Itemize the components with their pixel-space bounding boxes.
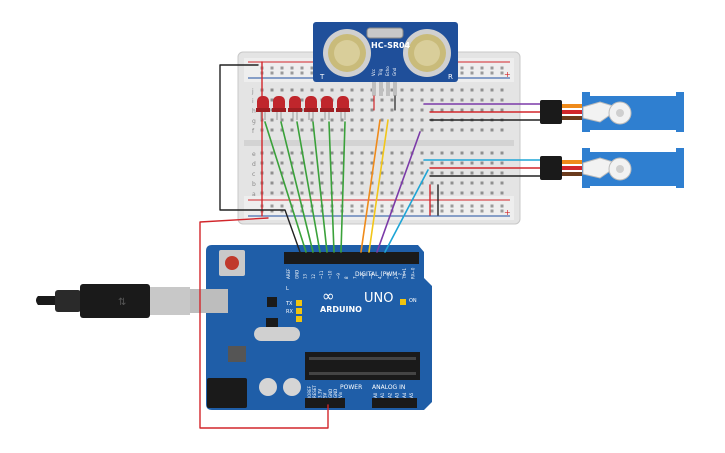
- row-label-b: b: [252, 181, 256, 188]
- row-label-g: g: [252, 118, 256, 125]
- pin-label: A4: [402, 392, 407, 398]
- sensor-pin-echo: Echo: [385, 66, 390, 76]
- wire-trig-orange: [360, 119, 381, 253]
- on-led-label: ON: [409, 298, 417, 304]
- led-1: [256, 96, 270, 120]
- wire-led-4: [312, 121, 328, 253]
- pin-label: ~11: [319, 270, 324, 279]
- led-wires-green: [264, 121, 346, 253]
- sensor-pin-vcc: Vcc: [371, 69, 376, 76]
- pin-label: 2: [394, 276, 399, 279]
- wire-servo1-signal: [376, 131, 421, 253]
- pin-label: AREF: [286, 268, 291, 279]
- pin-label: 5V: [323, 392, 328, 398]
- pin-label: 4: [377, 276, 382, 279]
- pin-label: 8: [344, 276, 349, 279]
- sensor-pin-gnd: Gnd: [392, 67, 397, 76]
- arduino-uno-board: ARDUINO UNO ∞ DIGITAL (PWM~) POWER ANALO…: [206, 245, 432, 410]
- led-6: [336, 96, 350, 120]
- wire-led-3: [296, 121, 321, 253]
- breadboard: j i h g f e d c b a + +: [237, 51, 521, 225]
- pin-label: ~6: [361, 273, 366, 279]
- power-label: POWER: [340, 384, 362, 391]
- pin-label: ~10: [328, 270, 333, 279]
- arduino-model-label: UNO: [364, 291, 393, 306]
- pin-label: GND: [328, 389, 333, 398]
- wire-led-5: [328, 121, 335, 253]
- servo-motor-1: [540, 92, 684, 132]
- row-label-c: c: [252, 171, 255, 178]
- row-label-f: f: [252, 128, 255, 135]
- digital-label: DIGITAL (PWM~): [355, 271, 405, 278]
- sensor-left-mark: T: [319, 73, 325, 81]
- pin-label: TX→1: [402, 267, 407, 280]
- led-label-rx: RX: [286, 309, 293, 315]
- wires: [199, 61, 549, 429]
- analog-label: ANALOG IN: [372, 384, 405, 391]
- pin-label: ~5: [369, 273, 374, 279]
- pin-label: A2: [387, 392, 392, 398]
- led-2: [272, 96, 286, 120]
- led-array: [256, 96, 350, 120]
- wire-led-6: [340, 121, 346, 253]
- pin-label: 12: [311, 273, 316, 279]
- usb-icon: ⇅: [118, 297, 126, 308]
- pin-label: A5: [409, 392, 414, 398]
- breadboard-row-labels: j i h g f e d c b a + +: [251, 70, 511, 217]
- wire-5v-red: [199, 217, 329, 429]
- pin-label: 7: [352, 276, 357, 279]
- sensor-pin-labels: Vcc Trig Echo Gnd: [371, 66, 397, 77]
- arduino-logo-icon: ∞: [322, 287, 335, 305]
- pin-label: A1: [380, 392, 385, 398]
- reset-button[interactable]: [225, 256, 239, 270]
- pin-label: IOREF: [307, 385, 312, 398]
- led-label-tx: TX: [285, 301, 293, 307]
- row-label-h: h: [252, 108, 256, 115]
- pin-label: RX←0: [411, 267, 416, 279]
- led-5: [320, 96, 334, 120]
- row-label-d: d: [252, 161, 256, 168]
- pin-label: A3: [395, 392, 400, 398]
- rail-plus-bottom: +: [504, 208, 511, 217]
- pin-label: Vin: [338, 391, 343, 398]
- pin-label: RESET: [312, 385, 317, 398]
- led-3: [288, 96, 302, 120]
- wire-servo2-signal: [384, 169, 429, 253]
- pin-label: ~3: [386, 273, 391, 279]
- arduino-brand-label: ARDUINO: [320, 305, 362, 314]
- led-4: [304, 96, 318, 120]
- pin-label: 13: [303, 273, 308, 279]
- usb-cable: ⇅: [36, 284, 228, 318]
- row-label-j: j: [251, 88, 254, 95]
- row-label-e: e: [252, 151, 256, 158]
- wire-echo-yellow: [368, 119, 389, 253]
- sensor-right-mark: R: [448, 73, 453, 81]
- sensor-model-label: HC-SR04: [371, 41, 411, 50]
- pin-label: GND: [294, 270, 299, 279]
- row-label-i: i: [252, 98, 254, 105]
- pin-label: GND: [333, 389, 338, 398]
- pin-label: ~9: [336, 273, 341, 279]
- rail-plus-top: +: [504, 70, 511, 79]
- wire-led-2: [280, 121, 314, 253]
- pin-label: A0: [373, 392, 378, 398]
- pin-label: 3.3V: [317, 389, 322, 398]
- wire-gnd-black: [219, 64, 301, 253]
- servo-motor-2: [540, 148, 684, 188]
- sensor-pin-trig: Trig: [378, 68, 383, 77]
- wire-led-1: [264, 121, 307, 253]
- row-label-a: a: [252, 191, 256, 198]
- led-label-l: L: [286, 286, 289, 292]
- ultrasonic-sensor: HC-SR04 T R Vcc Trig Echo Gnd: [313, 22, 458, 96]
